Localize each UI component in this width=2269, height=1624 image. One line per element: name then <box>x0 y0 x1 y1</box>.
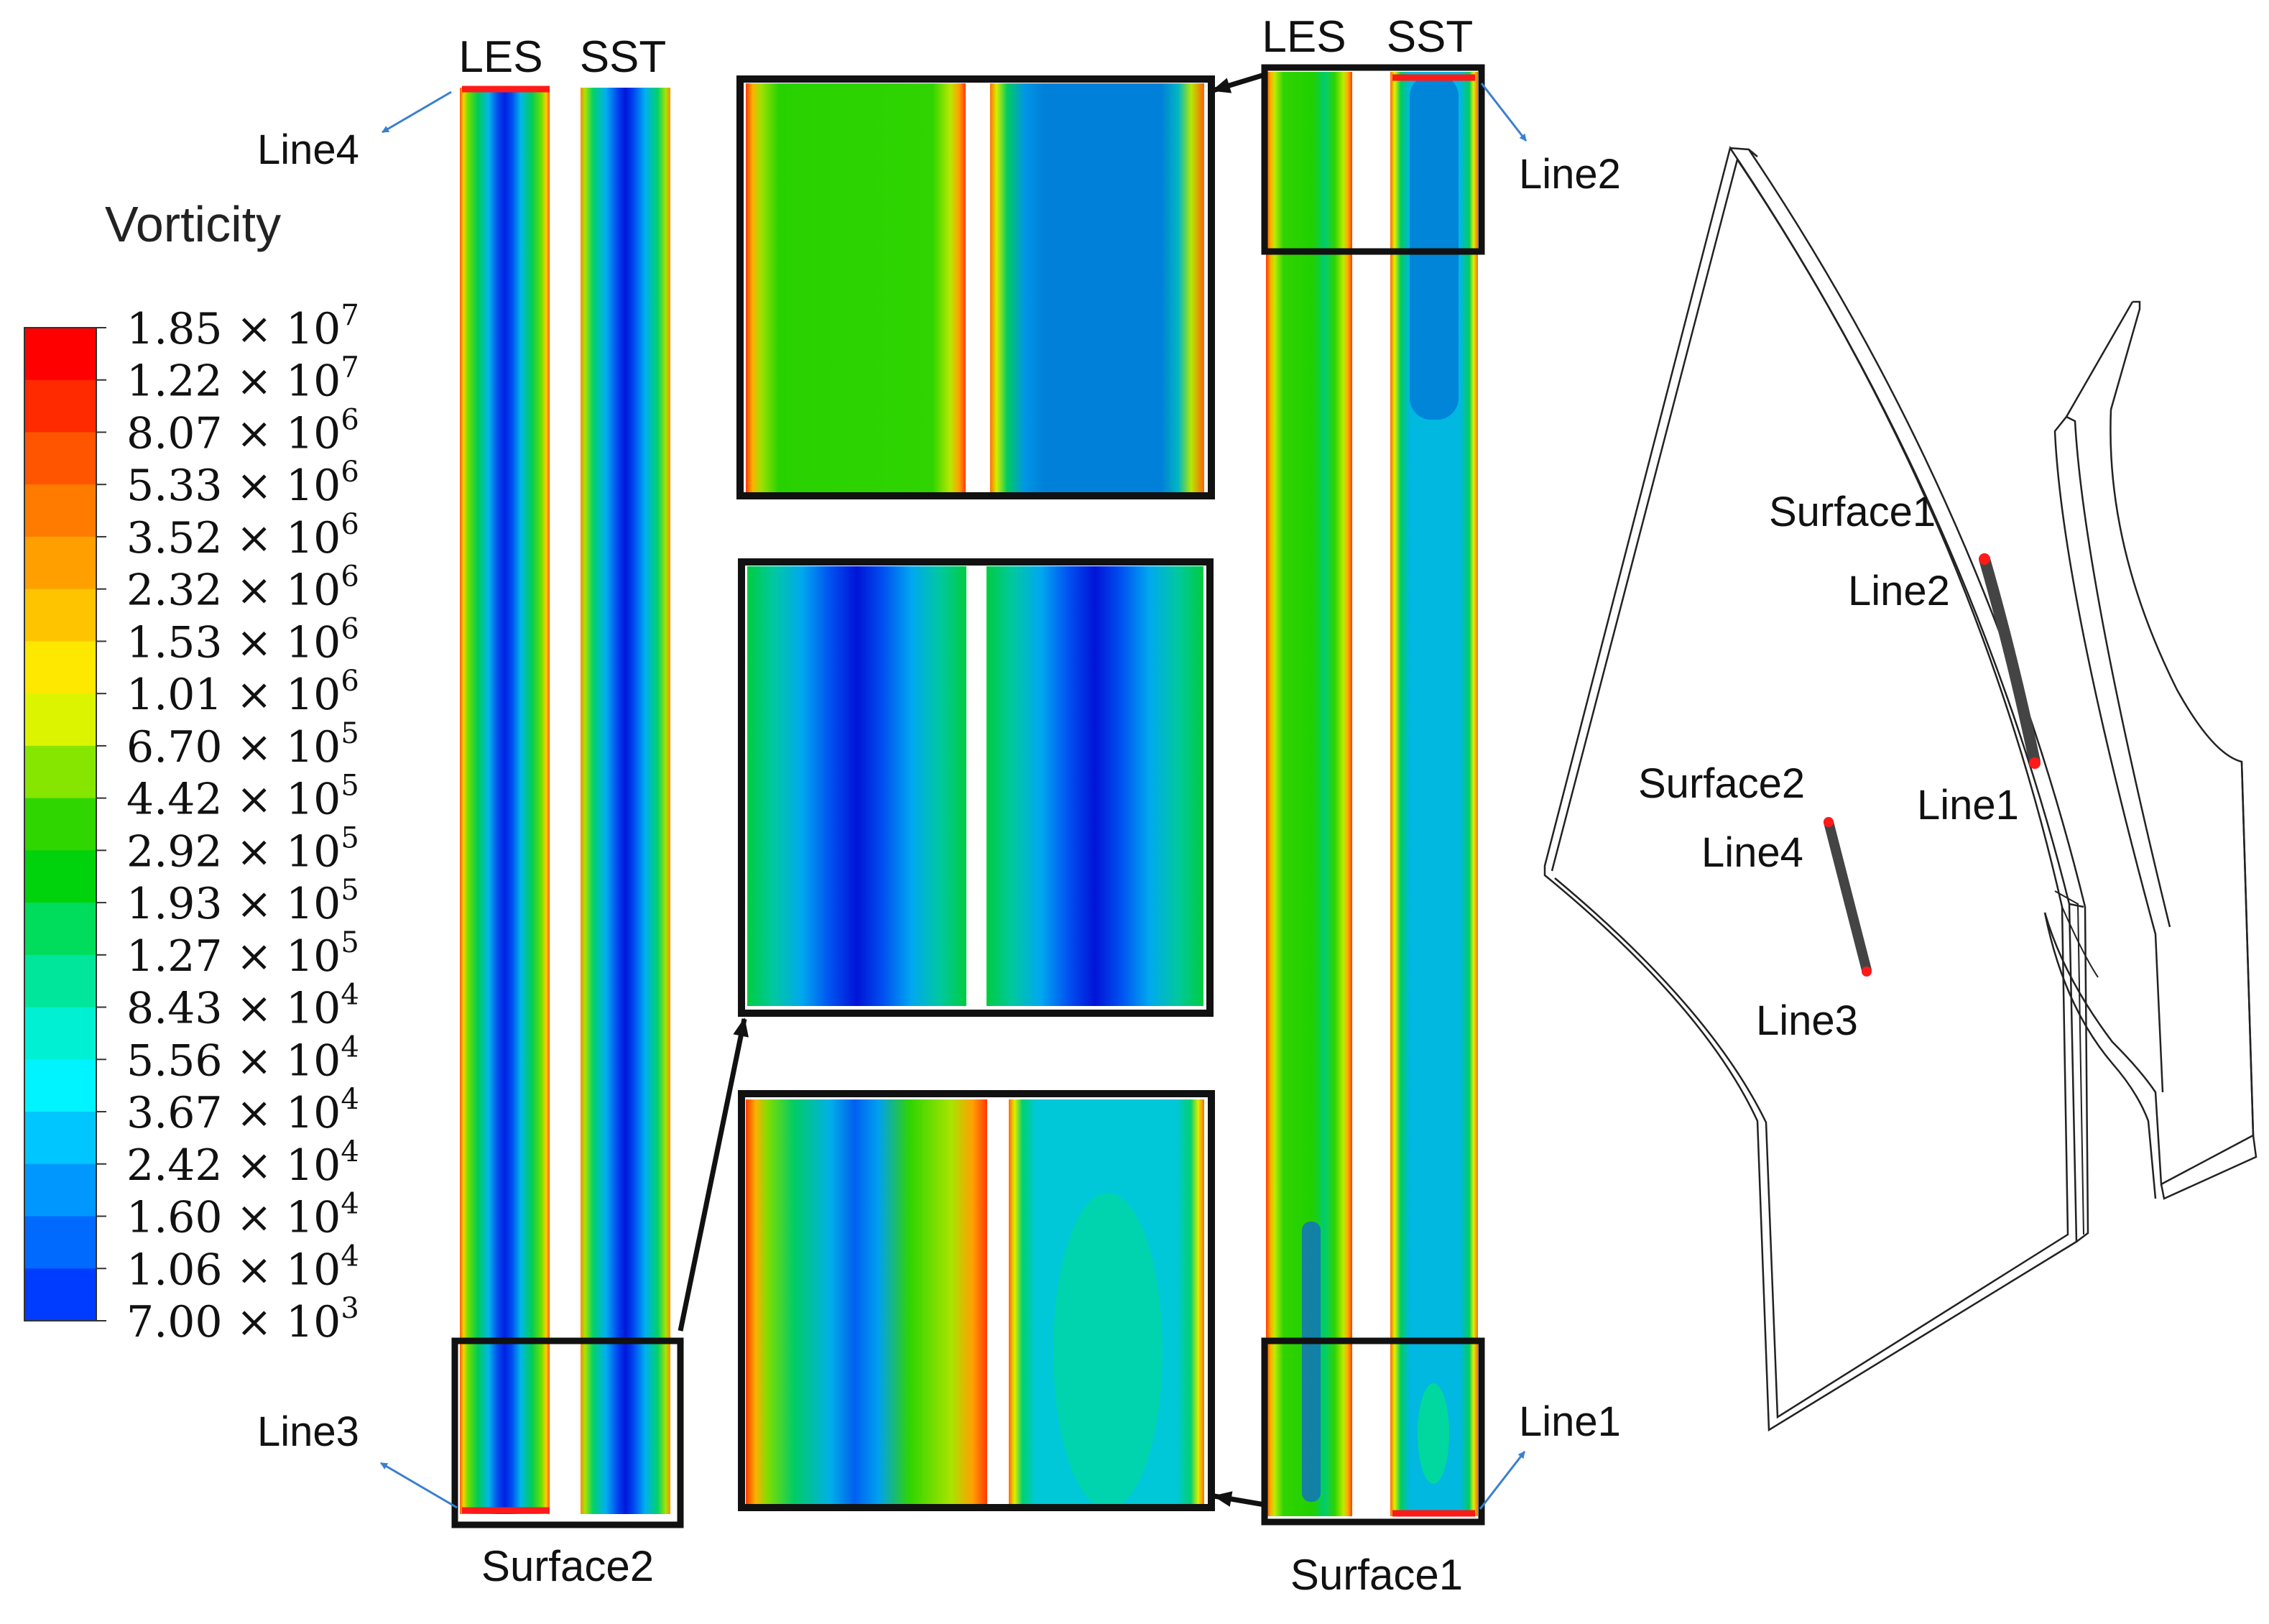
legend-label: 6.70 × 105 <box>126 717 359 772</box>
line2-point <box>1979 553 1990 565</box>
surface1-sst-lower-core <box>1418 1383 1449 1484</box>
surface1-top-frame <box>1261 64 1485 255</box>
legend-swatch <box>24 1112 96 1165</box>
zoom-middle-frame <box>738 558 1214 1017</box>
label-les-right: LES <box>1262 12 1346 62</box>
legend-label: 1.22 × 107 <box>126 351 359 407</box>
connector-arrow-top <box>1211 72 1266 93</box>
legend-swatch <box>24 1059 96 1112</box>
legend-swatch <box>24 641 96 694</box>
zoom-top-frame <box>736 75 1215 499</box>
zoom-bottom-core-region <box>1053 1193 1163 1509</box>
surface2-sst-strip <box>581 88 670 1514</box>
zoom-top <box>736 75 1215 499</box>
zoom-middle <box>738 558 1214 1017</box>
legend-swatch <box>24 1216 96 1269</box>
legend-label: 4.42 × 105 <box>126 770 359 825</box>
legend-label: 2.92 × 105 <box>126 821 359 877</box>
legend-swatch <box>24 798 96 851</box>
sketch-label-surface2: Surface2 <box>1638 760 1805 807</box>
legend-label: 1.93 × 105 <box>126 874 359 929</box>
legend-label: 8.07 × 106 <box>126 403 359 458</box>
legend-swatch <box>24 379 96 433</box>
sketch-label-line2: Line2 <box>1848 568 1950 614</box>
geometry-sketch <box>1543 145 2258 1432</box>
legend-label: 5.56 × 104 <box>126 1030 359 1086</box>
label-line1: Line1 <box>1519 1398 1621 1445</box>
legend-swatch <box>24 484 96 538</box>
legend-color-bar <box>24 327 106 1321</box>
legend-swatch <box>24 1268 96 1321</box>
line4-arrow <box>382 91 452 134</box>
surface2-les-strip <box>460 88 550 1514</box>
legend-label: 1.01 × 106 <box>126 665 359 720</box>
legend-title: Vorticity <box>105 196 281 252</box>
legend-label: 1.53 × 106 <box>126 612 359 668</box>
legend-bar-frame <box>24 327 97 1321</box>
label-line4: Line4 <box>257 126 359 173</box>
surface1-curve <box>1979 553 2041 767</box>
surface1-bottom-frame <box>1261 1337 1485 1526</box>
zoom-bottom-frame <box>738 1090 1215 1511</box>
legend-label: 3.67 × 104 <box>126 1083 359 1138</box>
legend-label: 1.60 × 104 <box>126 1188 359 1243</box>
legend-swatch <box>24 536 96 590</box>
surface2-curve <box>1824 817 1872 975</box>
legend-label: 1.85 × 107 <box>126 299 359 354</box>
line1-arrow <box>1479 1451 1526 1510</box>
surface1-sst-upper-core <box>1410 75 1459 420</box>
sketch-surface-markers: Surface1 Line2 Line1 Surface2 Line4 Line… <box>1638 489 2041 1044</box>
surface2-panel: LES SST Line4 Line3 Surface2 <box>257 32 684 1590</box>
zoom-bottom <box>738 1090 1215 1511</box>
legend-label: 2.42 × 104 <box>126 1135 359 1191</box>
sketch-label-line3: Line3 <box>1756 997 1858 1044</box>
surface1-panel: LES SST Line2 Line1 Surface1 <box>1261 12 1621 1599</box>
legend-swatch <box>24 1163 96 1217</box>
connector-arrow-middle <box>678 1018 749 1332</box>
surface2-zoom-frame <box>451 1337 684 1528</box>
label-surface1: Surface1 <box>1290 1551 1463 1599</box>
label-line2: Line2 <box>1519 151 1621 198</box>
legend-swatch <box>24 432 96 485</box>
label-sst-left: SST <box>580 32 667 82</box>
line3-point <box>1862 966 1872 977</box>
legend-label: 8.43 × 104 <box>126 979 359 1034</box>
line3-arrow <box>380 1462 458 1509</box>
legend-swatch <box>24 1007 96 1060</box>
legend-swatch <box>24 589 96 642</box>
legend-label: 7.00 × 103 <box>126 1292 359 1347</box>
legend-swatch <box>24 903 96 956</box>
legend-swatch <box>24 745 96 799</box>
line2-arrow <box>1480 83 1528 142</box>
legend-label: 3.52 × 106 <box>126 508 359 563</box>
legend-swatch <box>24 954 96 1008</box>
label-les-left: LES <box>458 32 542 82</box>
legend-swatch <box>24 850 96 903</box>
legend-label: 5.33 × 106 <box>126 456 359 511</box>
legend-label: 1.27 × 105 <box>126 926 359 982</box>
surface1-les-lower-core <box>1302 1222 1321 1502</box>
legend-label: 2.32 × 106 <box>126 560 359 616</box>
legend-swatch <box>24 328 96 381</box>
connector-arrow-bottom <box>1213 1491 1265 1508</box>
sketch-label-line1: Line1 <box>1917 782 2019 829</box>
line4-point <box>1824 817 1834 827</box>
label-line3: Line3 <box>257 1408 359 1455</box>
zoom-panels <box>678 72 1266 1511</box>
sketch-label-surface1: Surface1 <box>1769 489 1936 535</box>
legend-swatch <box>24 693 96 747</box>
legend-label: 1.06 × 104 <box>126 1240 359 1295</box>
line1-point <box>2029 757 2041 769</box>
sketch-label-line4: Line4 <box>1701 829 1803 876</box>
label-sst-right: SST <box>1387 12 1474 62</box>
label-surface2: Surface2 <box>481 1542 654 1590</box>
